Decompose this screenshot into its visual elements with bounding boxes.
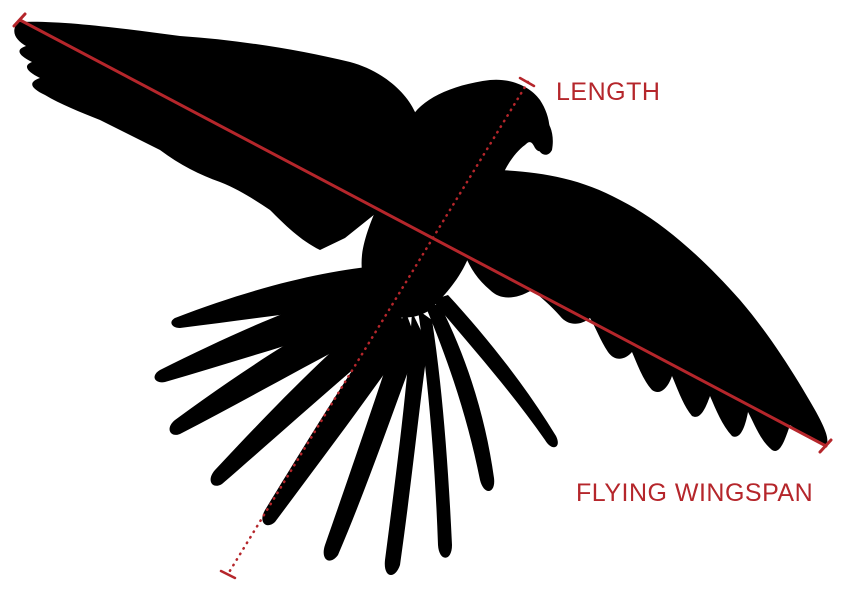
length-end-cap-top: [520, 78, 534, 86]
left-wing: [14, 22, 425, 250]
wingspan-label: FLYING WINGSPAN: [576, 481, 813, 506]
right-wing: [465, 170, 827, 451]
length-label: LENGTH: [556, 80, 660, 105]
length-end-cap-bottom: [221, 571, 235, 578]
tail-feathers: [155, 265, 558, 575]
